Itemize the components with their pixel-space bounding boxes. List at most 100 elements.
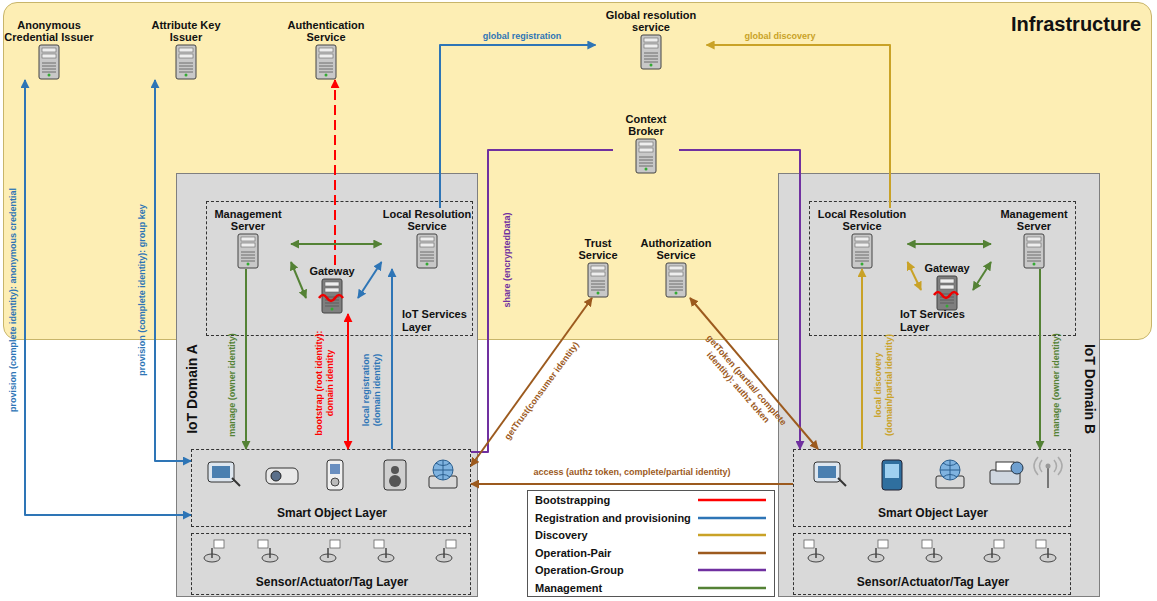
connector: [707, 45, 891, 208]
edge-label: getTrust(consumer identity): [502, 340, 581, 442]
layer-box: IoT Services Layer Local Resolution Servi…: [809, 201, 1076, 336]
server-icon: [233, 233, 263, 269]
edge-label: provision (complete identity): group key: [137, 204, 148, 376]
edge-label: local discovery (domain/partial identity…: [873, 323, 895, 448]
legend-text: Bootstrapping: [535, 493, 610, 507]
edge-label: bootstrap (root identity): domain identi…: [314, 321, 336, 445]
device-icon: [208, 462, 240, 486]
node-label: IoT Domain A: [184, 344, 200, 434]
server: Management Server: [205, 208, 291, 269]
layer-box: Sensor/Actuator/Tag Layer: [793, 533, 1071, 595]
device-icon: [814, 462, 846, 486]
server-icon: [34, 44, 64, 80]
server-icon: [661, 262, 691, 298]
server: Global resolution service: [596, 9, 707, 70]
server-icon: [171, 44, 201, 80]
connector: [690, 298, 818, 449]
device-icon: [266, 468, 298, 484]
legend-text: Operation-Group: [535, 563, 624, 577]
node-label: Smart Object Layer: [192, 507, 472, 521]
connector: [358, 262, 382, 298]
node-label: Sensor/Actuator/Tag Layer: [794, 576, 1072, 590]
connector: [973, 262, 991, 290]
server-label: Management Server: [205, 208, 291, 232]
layer-box: Sensor/Actuator/Tag Layer: [191, 533, 471, 595]
edge-label: manage (owner identity): [227, 333, 238, 437]
node-label: Infrastructure: [1001, 13, 1141, 36]
gateway-icon: [317, 278, 347, 314]
server-label: Gateway: [309, 265, 354, 277]
layer-box: Smart Object Layer: [191, 449, 471, 527]
legend-row: Management: [528, 580, 774, 597]
connector: [908, 243, 992, 245]
node-label: IoT Domain B: [1082, 344, 1098, 434]
node-label: Sensor/Actuator/Tag Layer: [192, 576, 472, 590]
server-label: Authorization Service: [633, 237, 719, 261]
server: Authentication Service: [278, 19, 374, 80]
legend-row: Bootstrapping: [528, 492, 774, 509]
edge-label: provision (complete identity): anonymous…: [8, 188, 19, 412]
server: Management Server: [991, 208, 1077, 269]
connector: [25, 80, 191, 515]
sensor-icon: [1036, 540, 1056, 562]
legend-text: Registration and provisioning: [535, 511, 691, 525]
gateway: Gateway: [306, 265, 358, 314]
server-label: Anonymous Credential Issuer: [4, 19, 95, 43]
edge-label: local registration (domain identity): [361, 335, 383, 445]
connector: [347, 314, 349, 449]
connector: [291, 262, 306, 298]
sensor-icon: [204, 540, 224, 562]
connector: [471, 483, 793, 485]
legend-text: Operation-Pair: [535, 546, 611, 560]
server: Local Resolution Service: [382, 208, 473, 269]
device-icon: [936, 460, 964, 488]
sensor-icon: [868, 540, 888, 562]
node-label: IoT Services Layer: [900, 308, 968, 333]
device-icon: [1034, 457, 1062, 488]
edge-label: share (encryptedData): [502, 212, 513, 307]
edge-label: global discovery: [744, 31, 815, 42]
legend-swatch: [696, 510, 768, 526]
connector: [679, 150, 800, 449]
legend-row: Operation-Pair: [528, 545, 774, 562]
device-icon: [327, 460, 343, 490]
server-icon: [412, 233, 442, 269]
server-label: Local Resolution Service: [382, 208, 473, 232]
edge-label: access (authz token, complete/partial id…: [533, 467, 730, 478]
server-label: Gateway: [924, 262, 969, 274]
connector: [440, 45, 596, 208]
sensor-icon: [922, 540, 942, 562]
connector: [245, 269, 247, 449]
gateway: Gateway: [921, 262, 973, 311]
server-icon: [631, 138, 661, 174]
legend-swatch: [696, 580, 768, 596]
server-icon: [636, 34, 666, 70]
server-label: Global resolution service: [596, 9, 707, 33]
server: Authorization Service: [633, 237, 719, 298]
server: Context Broker: [613, 113, 679, 174]
connector: [861, 269, 863, 449]
legend-row: Registration and provisioning: [528, 510, 774, 527]
connector: [908, 262, 922, 290]
connector: [1039, 269, 1041, 449]
server: Local Resolution Service: [817, 208, 908, 269]
layer-box: Smart Object Layer: [793, 449, 1071, 527]
connector: [471, 298, 592, 466]
server-icon: [583, 262, 613, 298]
sensor-icon: [258, 540, 278, 562]
server: Trust Service: [568, 237, 629, 298]
server-label: Management Server: [991, 208, 1077, 232]
sensor-icon: [436, 540, 456, 562]
connector: [391, 269, 393, 449]
server-label: Local Resolution Service: [817, 208, 908, 232]
connector: [291, 243, 382, 245]
server-label: Context Broker: [613, 113, 679, 137]
device-icon: [882, 460, 902, 490]
legend-box: BootstrappingRegistration and provisioni…: [527, 490, 775, 597]
device-icon: [990, 462, 1023, 484]
legend-row: Operation-Group: [528, 562, 774, 579]
gateway-icon: [932, 275, 962, 311]
server: Anonymous Credential Issuer: [4, 19, 95, 80]
sensor-icon: [984, 540, 1004, 562]
legend-swatch: [696, 492, 768, 508]
